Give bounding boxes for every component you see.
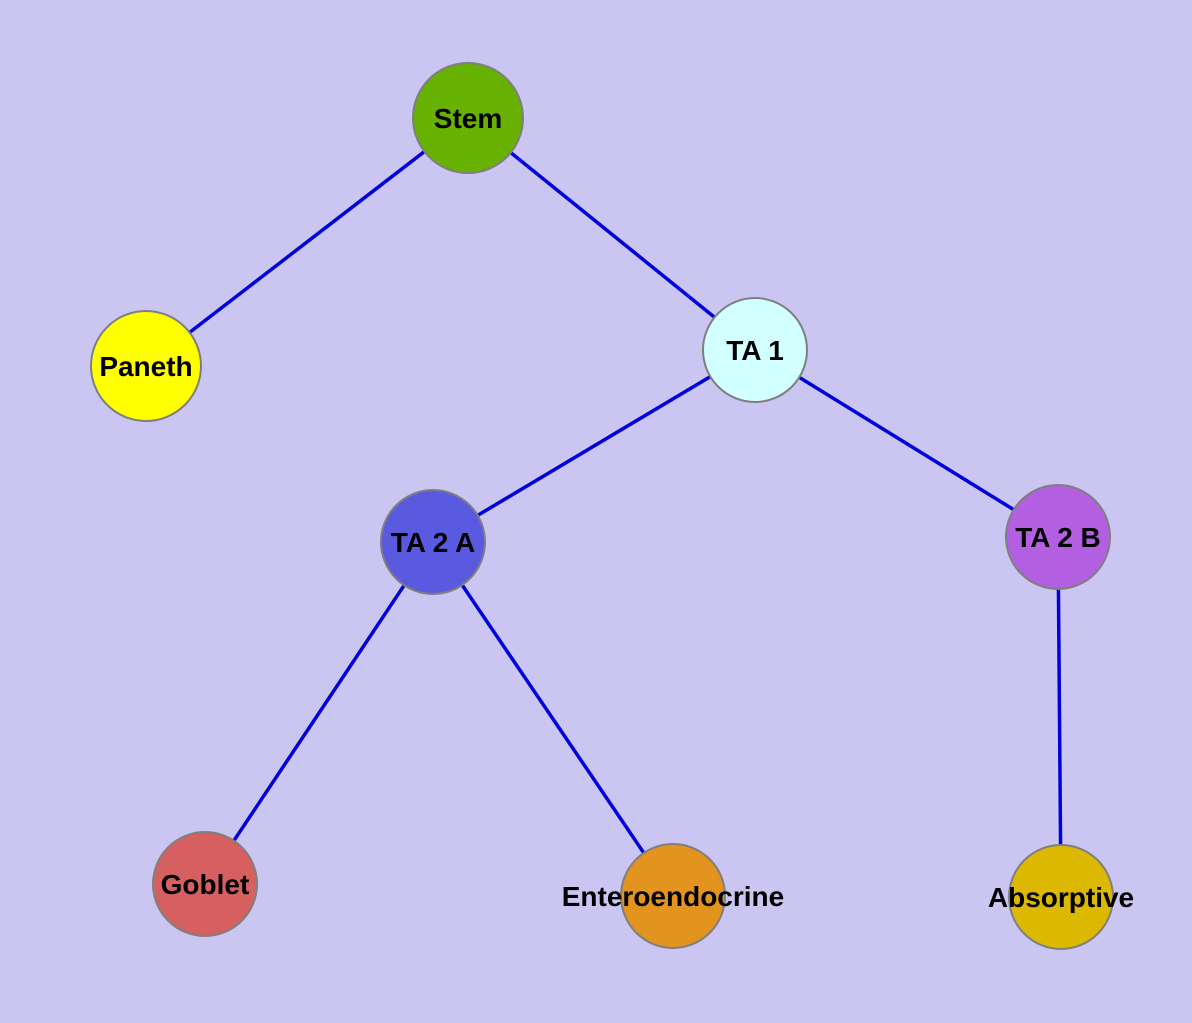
node-ta-1[interactable]: TA 1: [702, 297, 808, 403]
goblet-circle[interactable]: [152, 831, 258, 937]
edge-ta-1-ta-2-a: [432, 348, 756, 544]
edge-ta-1-ta-2-b: [754, 348, 1059, 539]
paneth-circle[interactable]: [90, 310, 202, 422]
paneth-label: Paneth: [99, 351, 192, 382]
absorptive-label: Absorptive: [988, 882, 1134, 913]
ta-1-circle[interactable]: [702, 297, 808, 403]
edge-ta-2-b-absorptive: [1056, 536, 1063, 898]
node-absorptive[interactable]: Absorptive: [988, 844, 1134, 950]
ta-2-b-label: TA 2 B: [1015, 522, 1101, 553]
node-ta-2-b[interactable]: TA 2 B: [1005, 484, 1111, 590]
ta-1-label: TA 1: [726, 335, 784, 366]
edge-ta-2-a-goblet: [203, 541, 435, 885]
stem-label: Stem: [434, 103, 502, 134]
absorptive-circle[interactable]: [1008, 844, 1114, 950]
edge-stem-paneth: [144, 116, 470, 368]
node-goblet[interactable]: Goblet: [152, 831, 258, 937]
node-stem[interactable]: Stem: [412, 62, 524, 174]
edge-stem-ta-1: [466, 116, 757, 352]
node-paneth[interactable]: Paneth: [90, 310, 202, 422]
enteroendocrine-label: Enteroendocrine: [562, 881, 784, 912]
stem-circle[interactable]: [412, 62, 524, 174]
node-ta-2-a[interactable]: TA 2 A: [380, 489, 486, 595]
ta-2-a-circle[interactable]: [380, 489, 486, 595]
ta-2-b-circle[interactable]: [1005, 484, 1111, 590]
edge-ta-2-a-enteroendocrine: [431, 541, 675, 897]
goblet-label: Goblet: [161, 869, 250, 900]
node-enteroendocrine[interactable]: Enteroendocrine: [562, 843, 784, 949]
enteroendocrine-circle[interactable]: [620, 843, 726, 949]
ta-2-a-label: TA 2 A: [391, 527, 476, 558]
